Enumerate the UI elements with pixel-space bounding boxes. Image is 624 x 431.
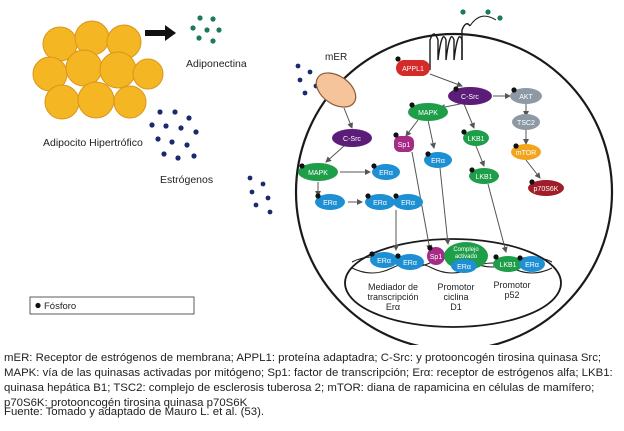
adipocito-label: Adipocito Hipertrófico xyxy=(43,137,143,149)
svg-text:C-Src: C-Src xyxy=(343,136,361,143)
caption-source: Fuente: Tomado y adaptado de Mauro L. et… xyxy=(4,406,265,418)
node-mapk-left: MAPK xyxy=(298,163,338,181)
node-mtor: mTOR xyxy=(511,144,541,160)
node-complejo-activado: Complejo activado ERα xyxy=(444,242,488,273)
node-nuc-sp1: Sp1 xyxy=(427,247,445,265)
node-nuc-era-a: ERα xyxy=(370,252,398,268)
svg-text:p70S6K: p70S6K xyxy=(534,186,559,193)
signaling-diagram: Adipocito Hipertrófico Adiponectina Estr… xyxy=(29,9,614,345)
nucleus-labels: Mediador de transcripción Erα Promotor c… xyxy=(367,280,530,312)
node-p70s6k: p70S6K xyxy=(528,180,564,196)
legend-phosphate-dot xyxy=(35,302,41,309)
node-sp1-top: Sp1 xyxy=(394,136,414,152)
node-akt: AKT xyxy=(510,88,542,104)
estrogen-dots-left xyxy=(247,175,273,215)
svg-text:activado: activado xyxy=(455,254,478,260)
svg-text:MAPK: MAPK xyxy=(418,110,438,117)
node-mapk-top: MAPK xyxy=(408,103,448,121)
adiponectina-label: Adiponectina xyxy=(186,58,247,70)
svg-text:LKB1: LKB1 xyxy=(475,174,492,181)
svg-text:transcripción: transcripción xyxy=(367,292,418,302)
adiponectin-arrow xyxy=(469,15,497,27)
svg-text:ciclina: ciclina xyxy=(443,292,468,302)
node-lkb1-top: LKB1 xyxy=(463,130,489,146)
adiponectin-bound xyxy=(460,9,503,21)
node-nuc-lkb1: LKB1 xyxy=(493,256,523,272)
adipocyte-cluster xyxy=(32,20,164,120)
mer-label: mER xyxy=(325,52,347,63)
adiponectin-receptor xyxy=(429,23,471,70)
svg-text:TSC2: TSC2 xyxy=(517,120,535,127)
svg-text:LKB1: LKB1 xyxy=(467,136,484,143)
legend: Fósforo xyxy=(29,296,195,315)
caption-definitions: mER: Receptor de estrógenos de membrana;… xyxy=(4,352,613,409)
svg-text:p52: p52 xyxy=(504,290,519,300)
node-era-low-b: ERα xyxy=(393,194,423,210)
secretion-arrow xyxy=(145,25,176,41)
svg-text:AKT: AKT xyxy=(519,94,533,101)
legend-label: Fósforo xyxy=(44,301,76,312)
node-era-low-left: ERα xyxy=(315,194,345,210)
node-nuc-era-c: ERα xyxy=(519,256,545,272)
svg-text:ERα: ERα xyxy=(377,258,391,265)
node-tsc2: TSC2 xyxy=(512,114,540,130)
svg-text:mTOR: mTOR xyxy=(516,150,536,157)
svg-text:D1: D1 xyxy=(450,302,462,312)
svg-text:Mediador de: Mediador de xyxy=(368,282,418,292)
node-era-low-a: ERα xyxy=(365,194,395,210)
svg-text:ERα: ERα xyxy=(401,200,415,207)
svg-text:Sp1: Sp1 xyxy=(398,142,411,149)
svg-text:ERα: ERα xyxy=(403,260,417,267)
node-nuc-era-b: ERα xyxy=(396,254,424,270)
svg-text:ERα: ERα xyxy=(373,200,387,207)
svg-text:Promotor: Promotor xyxy=(437,282,474,292)
svg-text:Complejo: Complejo xyxy=(453,247,479,253)
estrogenos-label: Estrógenos xyxy=(160,174,213,186)
adiponectin-dots xyxy=(190,15,222,44)
svg-text:Sp1: Sp1 xyxy=(430,254,443,261)
node-lkb1-mid: LKB1 xyxy=(469,168,499,184)
svg-text:MAPK: MAPK xyxy=(308,170,328,177)
svg-text:ERα: ERα xyxy=(323,200,337,207)
svg-text:ERα: ERα xyxy=(431,158,445,165)
svg-text:LKB1: LKB1 xyxy=(499,262,516,269)
svg-text:Erα: Erα xyxy=(386,302,400,312)
node-era-left: ERα xyxy=(372,164,400,180)
svg-text:ERα: ERα xyxy=(457,264,471,271)
phosphate-dots xyxy=(299,56,535,261)
node-appl1: APPL1 xyxy=(396,60,430,76)
svg-text:Promotor: Promotor xyxy=(493,280,530,290)
estrogen-dots-top xyxy=(295,63,319,96)
svg-text:APPL1: APPL1 xyxy=(402,66,424,73)
svg-text:C-Src: C-Src xyxy=(461,94,479,101)
node-csrc-left: C-Src xyxy=(332,129,372,147)
svg-text:ERα: ERα xyxy=(525,262,539,269)
node-csrc-top: C-Src xyxy=(448,87,492,105)
estrogen-dots xyxy=(149,109,199,161)
mer-receptor xyxy=(315,72,357,108)
node-era-mid: ERα xyxy=(424,152,452,168)
svg-text:ERα: ERα xyxy=(379,170,393,177)
